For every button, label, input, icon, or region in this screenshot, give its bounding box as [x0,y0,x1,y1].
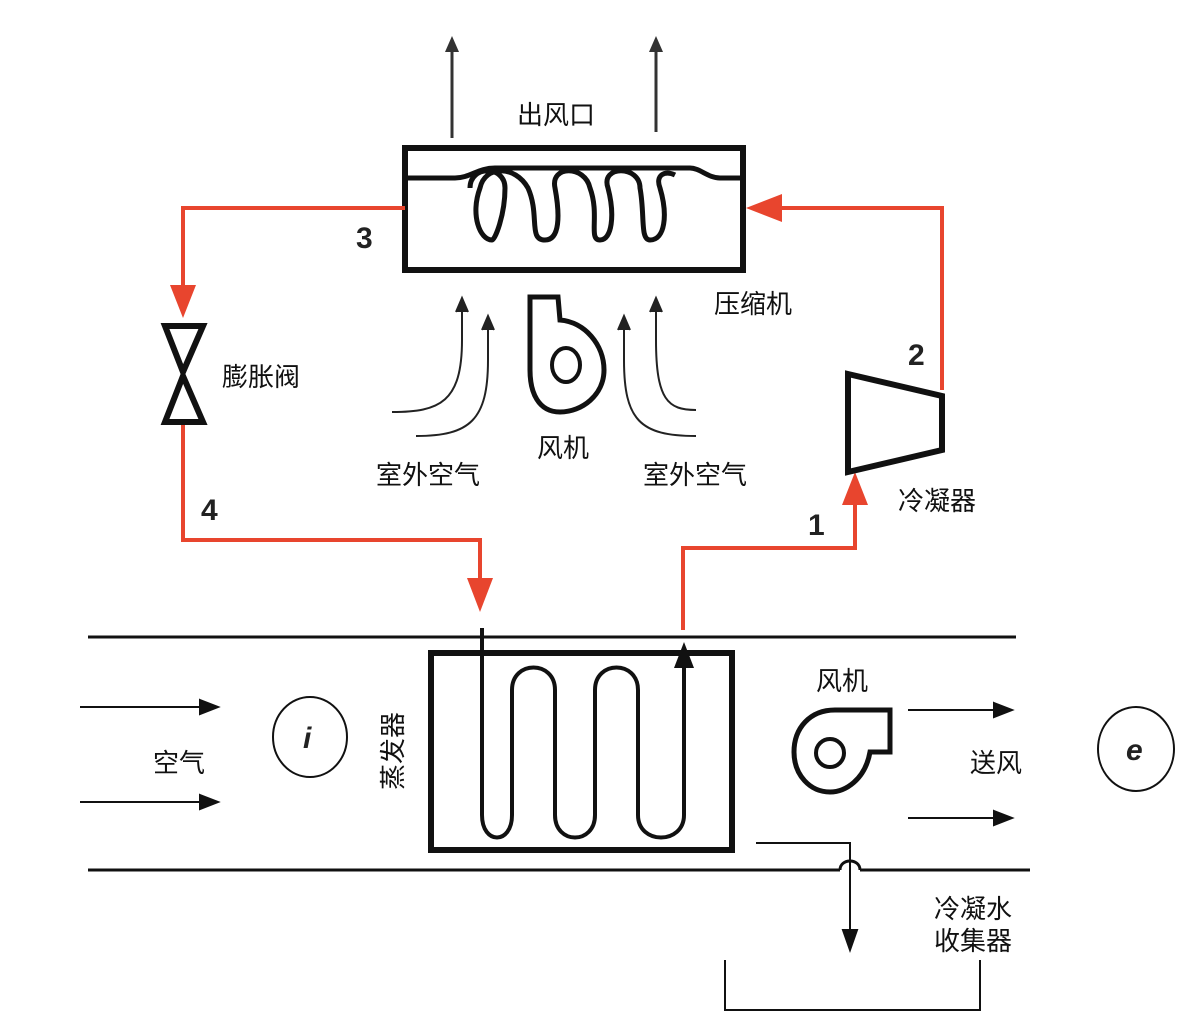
compressor-icon [845,370,945,476]
inlet-state-circle [272,696,348,778]
condenser-coil-box [402,145,746,273]
outdoor-air-arrows-right [617,295,697,437]
air-duct [88,635,1030,872]
bottom-fan-icon [791,707,893,795]
inlet-air-arrows [80,698,221,811]
expansion-valve-icon [160,323,208,425]
top-fan-label: 风机 [537,434,589,464]
state-point-2: 2 [908,339,925,372]
state-point-1: 1 [808,509,825,542]
outlet-arrows [445,36,663,138]
outdoor-air-left-label: 室外空气 [376,461,480,491]
state-point-4: 4 [201,494,218,527]
state-point-3: 3 [356,222,373,255]
condensate-label-line2: 收集器 [934,927,1012,957]
evaporator-label: 蒸发器 [379,712,409,790]
inlet-circle-letter: i [303,722,312,755]
condenser-label: 冷凝器 [898,487,976,517]
condensate-label-line1: 冷凝水 [934,895,1012,925]
refrigerant-flow-arrowheads [170,194,868,612]
outdoor-air-right-label: 室外空气 [643,461,747,491]
refrigerant-loop [181,206,944,630]
expansion-valve-label: 膨胀阀 [222,363,300,393]
compressor-label: 压缩机 [714,290,792,320]
supply-air-label: 送风 [970,749,1022,779]
evaporator-box [428,628,735,853]
air-in-label: 空气 [153,749,205,779]
supply-air-arrows [908,701,1015,827]
outlet-label: 出风口 [517,101,595,131]
top-fan-icon [527,294,607,415]
outlet-state-circle [1097,706,1175,792]
bottom-fan-label: 风机 [816,667,868,697]
condensate-drain [724,842,981,1011]
outdoor-air-arrows-left [391,295,495,437]
outlet-circle-letter: e [1126,734,1143,767]
